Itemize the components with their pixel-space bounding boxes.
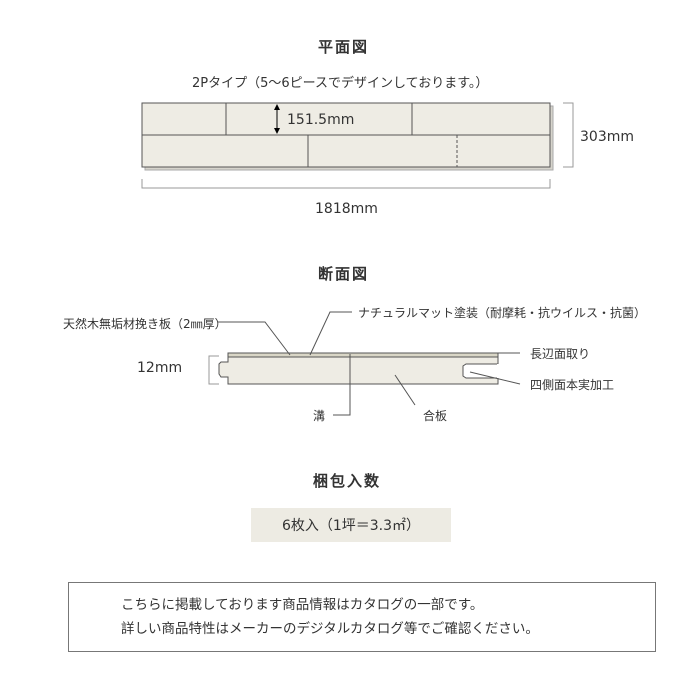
plywood-label: 合板 xyxy=(423,409,448,423)
packing-title: 梱包入数 xyxy=(313,472,382,490)
height-bracket xyxy=(563,102,574,168)
veneer-leader xyxy=(218,321,291,356)
height-label: 303mm xyxy=(580,129,634,145)
plan-subtitle: 2Pタイプ（5～6ピースでデザインしております。） xyxy=(192,76,489,91)
groove-leader xyxy=(333,354,351,416)
plan-view xyxy=(141,102,574,189)
thickness-bracket xyxy=(208,355,219,385)
section-title: 断面図 xyxy=(318,265,370,283)
notice-box: こちらに掲載しております商品情報はカタログの一部です。 詳しい商品特性はメーカー… xyxy=(68,582,656,652)
chamfer-label: 長辺面取り xyxy=(530,347,591,361)
section-board xyxy=(218,352,499,385)
notice-line-1: こちらに掲載しております商品情報はカタログの一部です。 xyxy=(121,597,484,613)
plan-title: 平面図 xyxy=(318,38,370,56)
coating-leader xyxy=(309,311,352,356)
notice-line-2: 詳しい商品特性はメーカーのデジタルカタログ等でご確認ください。 xyxy=(121,621,539,637)
length-label: 1818mm xyxy=(315,201,378,217)
packing-count-text: 6枚入（1坪＝3.3㎡） xyxy=(281,518,421,534)
tongue-groove-label: 四側面本実加工 xyxy=(530,378,615,392)
tongue-groove-leader xyxy=(469,371,521,385)
section-view xyxy=(208,311,521,416)
thickness-label: 12mm xyxy=(137,360,183,376)
length-bracket xyxy=(141,179,551,189)
coating-label: ナチュラルマット塗装（耐摩耗・抗ウイルス・抗菌） xyxy=(358,306,647,320)
plywood-leader xyxy=(394,374,416,406)
packing-count: 6枚入（1坪＝3.3㎡） xyxy=(251,508,451,542)
plank-width-label: 151.5mm xyxy=(287,112,355,128)
veneer-layer xyxy=(227,352,499,358)
veneer-label: 天然木無垢材挽き板（2㎜厚） xyxy=(63,317,227,331)
groove-label: 溝 xyxy=(313,409,326,423)
